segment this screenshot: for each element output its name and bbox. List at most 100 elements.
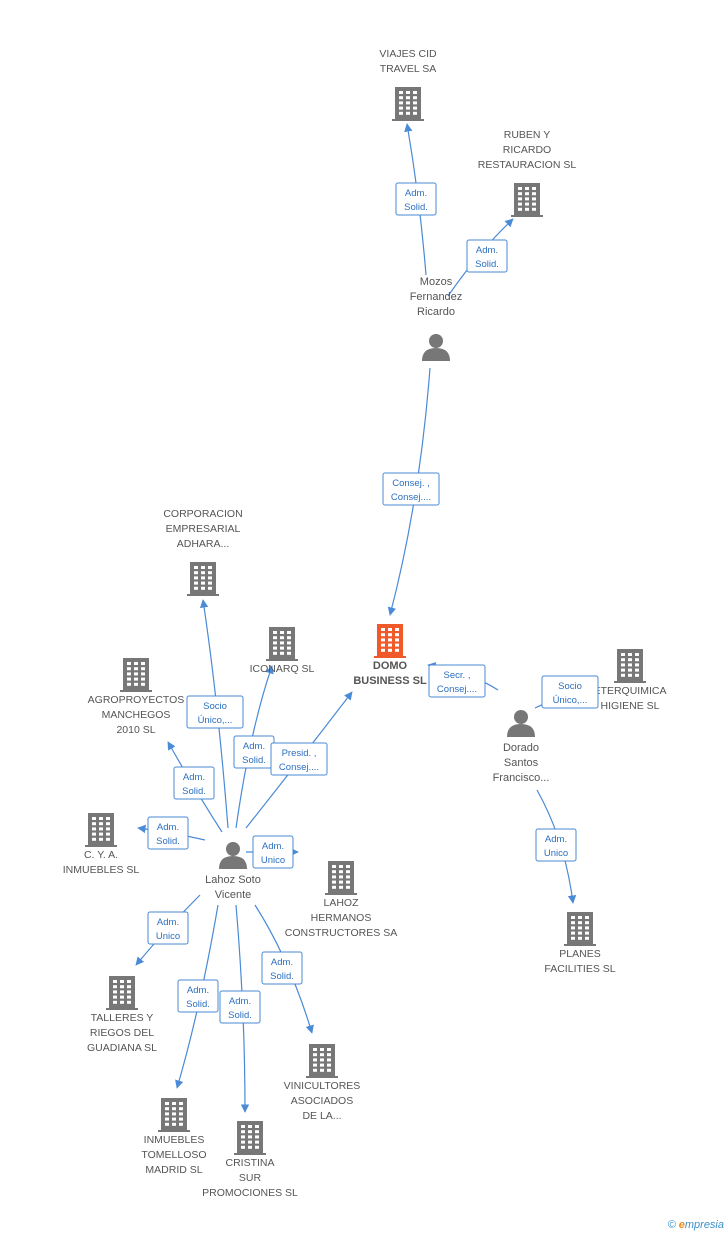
company-label-line: RICARDO [503, 144, 551, 156]
role-box-mozos-viajes[interactable]: Adm.Solid. [395, 182, 437, 216]
company-node-corporacion[interactable]: CORPORACION EMPRESARIAL ADHARA... [163, 508, 243, 596]
building-icon [85, 813, 117, 847]
role-text: Consej.... [279, 762, 319, 773]
person-icon [219, 842, 247, 869]
role-text: Adm. [243, 741, 265, 752]
role-box-mozos-domo[interactable]: Consej. ,Consej.... [382, 472, 440, 506]
role-text: Único,... [198, 715, 233, 726]
person-label-line: Mozos [420, 276, 453, 288]
company-label-line: TALLERES Y [91, 1012, 154, 1024]
role-box-lahoz-cya[interactable]: Adm.Solid. [147, 816, 189, 850]
empresia-watermark[interactable]: © empresia [668, 1219, 724, 1231]
person-node-dorado[interactable]: DoradoSantosFrancisco... [493, 710, 550, 784]
company-label-line: TOMELLOSO [141, 1149, 206, 1161]
person-label-line: Francisco... [493, 772, 550, 784]
role-text: Unico [261, 855, 285, 866]
person-label-line: Santos [504, 757, 539, 769]
role-text: Adm. [187, 985, 209, 996]
role-text: Adm. [545, 834, 567, 845]
company-label-line: EMPRESARIAL [166, 523, 241, 535]
role-box-dorado-planes[interactable]: Adm.Unico [535, 828, 577, 862]
brand-name: mpresia [684, 1219, 724, 1231]
building-icon [564, 912, 596, 946]
role-box-lahoz-talleres[interactable]: Adm.Unico [147, 911, 189, 945]
copyright-symbol: © [667, 1219, 676, 1231]
role-box-mozos-ruben[interactable]: Adm.Solid. [466, 239, 508, 273]
role-box-lahoz-vinicultores[interactable]: Adm.Solid. [261, 951, 303, 985]
role-text: Adm. [229, 996, 251, 1007]
role-box-lahoz-inmuebles[interactable]: Adm.Solid. [177, 979, 219, 1013]
roles-layer: Adm. Solid. Adm. Solid. Consej. ,Consej.... S… [147, 182, 599, 1024]
building-icon [158, 1098, 190, 1132]
building-icon [306, 1044, 338, 1078]
building-icon [325, 861, 357, 895]
building-icon [106, 976, 138, 1010]
role-box-lahoz-agro[interactable]: Adm.Solid. [173, 766, 215, 800]
company-label-line: PROMOCIONES SL [202, 1187, 298, 1199]
company-label-line: ICONARQ SL [250, 663, 315, 675]
role-text: Adm. [157, 822, 179, 833]
building-icon [120, 658, 152, 692]
role-box-dorado-domo[interactable]: Secr. ,Consej.... [428, 664, 486, 698]
role-box-lahoz-domo[interactable]: Presid. , Consej.... [270, 742, 328, 776]
role-text: Consej.... [391, 492, 431, 503]
role-text: Socio [203, 701, 227, 712]
building-icon [266, 627, 298, 661]
company-label-line: RIEGOS DEL [90, 1027, 154, 1039]
person-label-line: Fernandez [410, 291, 463, 303]
company-label-line: CRISTINA [225, 1157, 274, 1169]
company-node-lahozh[interactable]: LAHOZ HERMANOS CONSTRUCTORES SA [285, 861, 397, 939]
company-label-line: RUBEN Y [504, 129, 551, 141]
company-node-cya[interactable]: C. Y. A.INMUEBLES SL [63, 813, 140, 876]
company-label-line: SUR [239, 1172, 262, 1184]
company-label-line: DOMO [373, 660, 408, 672]
role-text: Solid. [242, 755, 266, 766]
company-node-planes[interactable]: PLANES FACILITIES SL [544, 912, 616, 975]
company-label-line: VINICULTORES [284, 1080, 361, 1092]
role-text: Unico [156, 931, 180, 942]
role-text: Presid. , [282, 748, 317, 759]
company-label-line: LAHOZ [323, 897, 359, 909]
company-label-line: DE LA... [302, 1110, 341, 1122]
company-node-cristina[interactable]: CRISTINA SUR PROMOCIONES SL [202, 1121, 298, 1199]
company-label-line: CORPORACION [163, 508, 242, 520]
role-text: Solid. [404, 202, 428, 213]
company-label-line: ADHARA... [177, 538, 230, 550]
company-node-iconarq[interactable]: ICONARQ SL [250, 627, 315, 675]
company-label-line: CONSTRUCTORES SA [285, 927, 397, 939]
company-label-line: ETERQUIMICA [594, 685, 667, 697]
edges-layer [135, 123, 591, 1113]
building-icon [234, 1121, 266, 1155]
company-label-line: FACILITIES SL [544, 963, 615, 975]
role-box-dorado-eterquimica[interactable]: SocioÚnico,... [541, 675, 599, 709]
role-text: Único,... [553, 695, 588, 706]
company-label-line: HIGIENE SL [601, 700, 660, 712]
role-text: Solid. [182, 786, 206, 797]
company-label-line: HERMANOS [311, 912, 372, 924]
role-box-lahoz-iconarq[interactable]: Adm. Solid. [233, 735, 275, 769]
role-text: Solid. [228, 1010, 252, 1021]
company-label-line: PLANES [559, 948, 600, 960]
role-text: Adm. [476, 245, 498, 256]
person-label-line: Vicente [215, 889, 252, 901]
company-label-line: INMUEBLES [144, 1134, 205, 1146]
role-text: Socio [558, 681, 582, 692]
brand-initial: e [678, 1219, 685, 1231]
role-box-lahoz-cristina[interactable]: Adm. Solid. [219, 990, 261, 1024]
building-icon [392, 87, 424, 121]
role-box-lahoz-lahozh[interactable]: Adm.Unico [252, 835, 294, 869]
role-box-lahoz-corporacion[interactable]: SocioÚnico,... [186, 695, 244, 729]
person-label-line: Lahoz Soto [205, 874, 261, 886]
company-node-eterquimica[interactable]: ETERQUIMICA HIGIENE SL [594, 649, 667, 712]
